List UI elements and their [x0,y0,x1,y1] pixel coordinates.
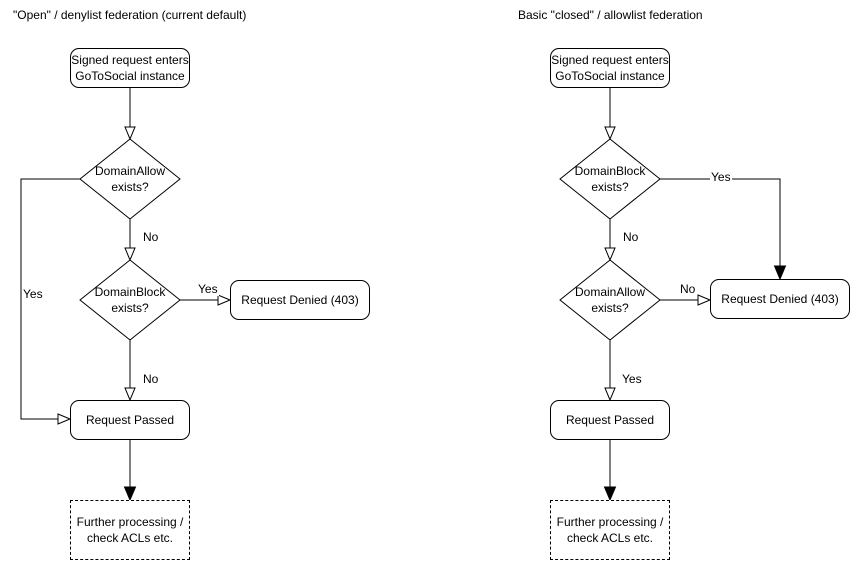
right-edge-passed-to-further [603,440,617,502]
right-chart-title: Basic "closed" / allowlist federation [518,8,703,22]
right-edge-decision2-to-denied [660,294,712,306]
left-decision1-shape [79,138,181,220]
left-decision1-yes-label: Yes [22,287,44,301]
right-passed-node: Request Passed [550,400,670,440]
right-further-node: Further processing / check ACLs etc. [550,500,670,560]
right-denied-node: Request Denied (403) [710,279,850,319]
left-passed-node: Request Passed [70,400,190,440]
right-edge-decision1-to-decision2 [604,219,616,262]
left-decision2-yes-label: Yes [197,282,219,296]
left-further-node: Further processing / check ACLs etc. [70,500,190,560]
left-start-node: Signed request enters GoToSocial instanc… [70,48,190,88]
right-decision2-no-label: No [679,282,697,296]
left-edge-decision1-yes-elbow [20,178,80,425]
left-edge-start-to-decision1 [124,88,136,141]
left-chart-title: "Open" / denylist federation (current de… [13,8,247,22]
right-start-node: Signed request enters GoToSocial instanc… [550,48,670,88]
right-decision1-no-label: No [622,230,640,244]
left-edge-passed-to-further [123,440,137,502]
left-edge-decision2-to-passed [124,340,136,402]
left-decision2-no-label: No [142,372,160,386]
right-edge-decision1-yes-elbow [660,178,787,281]
left-denied-node: Request Denied (403) [230,280,370,320]
right-decision1-shape [559,138,661,220]
right-decision2-yes-label: Yes [621,372,643,386]
right-decision1-yes-label: Yes [710,170,732,184]
left-edge-decision2-to-denied [180,294,232,306]
right-edge-start-to-decision1 [604,88,616,141]
left-decision2-shape [79,259,181,341]
left-edge-decision1-to-decision2 [124,219,136,262]
right-edge-decision2-to-passed [604,340,616,402]
left-decision1-no-label: No [142,230,160,244]
right-decision2-shape [559,259,661,341]
